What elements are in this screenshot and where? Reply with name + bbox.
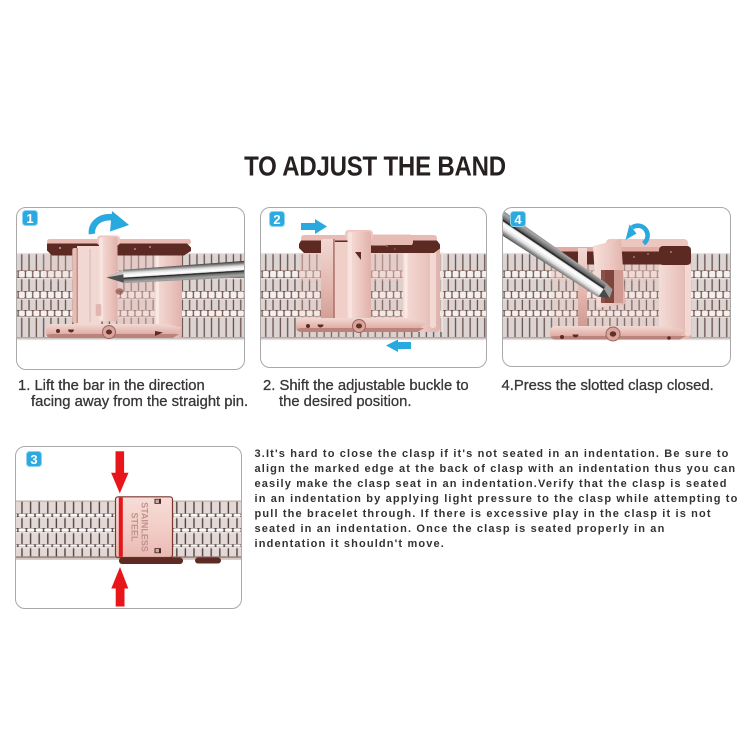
svg-text:STAINLESS: STAINLESS xyxy=(140,502,150,552)
svg-text:STEEL: STEEL xyxy=(130,513,140,543)
